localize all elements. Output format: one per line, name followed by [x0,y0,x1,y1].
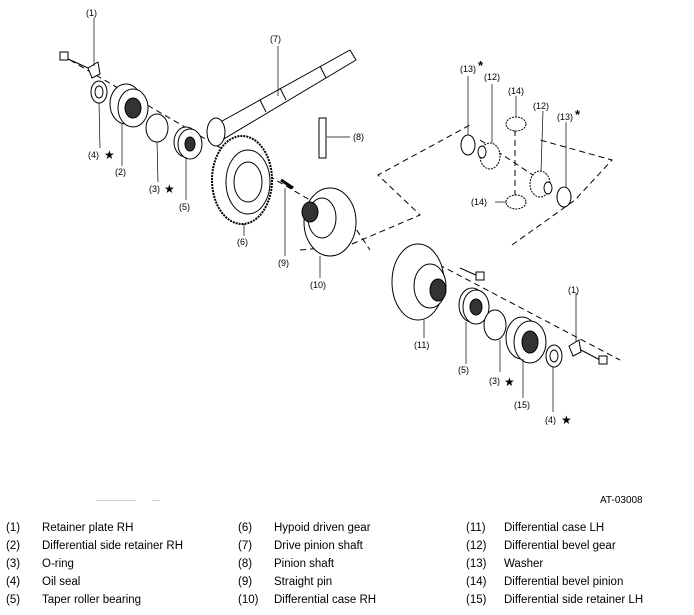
legend-label: Hypoid driven gear [274,522,371,534]
oil-seal-rh [90,80,108,104]
callout-13-lower: (13) [557,112,573,122]
bevel-pinion-upper [505,116,527,132]
legend-label: Differential side retainer RH [42,540,184,552]
washer-lower [556,186,572,208]
callout-13-upper: (13) [460,64,476,74]
legend-number: (7) [238,540,253,552]
callout-4-right: (4) [545,415,556,425]
callout-6: (6) [237,237,248,247]
legend-number: (5) [6,594,21,606]
leader-lines [93,18,577,412]
taper-roller-bearing-lh [458,287,490,325]
callout-1-right: (1) [568,285,579,295]
callout-labels: (1) (4) (2) (3) (5) (6) (7) (8) (9) (10)… [86,8,579,425]
hypoid-driven-gear [211,135,273,225]
legend-label: Washer [504,558,544,570]
legend-label: Retainer plate RH [42,522,134,534]
legend-number: (2) [6,540,21,552]
asterisk-mark: * [575,107,581,122]
callout-9: (9) [278,258,289,268]
taper-roller-bearing-rh [173,126,203,160]
callout-11: (11) [414,340,429,350]
oil-seal-lh [545,344,563,368]
legend-label: Differential bevel pinion [504,576,624,588]
callout-12-lower: (12) [533,101,549,111]
callout-8: (8) [353,132,364,142]
callout-14-upper: (14) [508,86,524,96]
side-retainer-lh [505,316,547,364]
callout-15: (15) [514,400,530,410]
retainer-plate-lh [568,339,608,365]
callout-4-left: (4) [88,150,99,160]
legend-label: Oil seal [42,576,81,588]
legend-number: (3) [6,558,21,570]
bevel-pinion-lower [505,194,527,210]
callout-3-left: (3) [149,184,160,194]
drive-pinion-shaft [206,49,357,147]
legend-label: Straight pin [274,576,333,588]
washer-upper [460,134,476,156]
legend-number: (4) [6,576,21,588]
legend-number: (8) [238,558,253,570]
legend-label: O-ring [42,558,74,570]
callout-5-right: (5) [458,365,469,375]
parts-legend: (1) Retainer plate RH (2) Differential sid… [0,519,694,611]
legend-number: (11) [466,522,486,534]
pinion-shaft [318,117,327,159]
legend-number: (12) [466,540,487,552]
legend-number: (10) [238,594,259,606]
differential-case-lh [391,243,485,321]
figure-code: AT-03008 [600,495,643,506]
star-mark: ★ [104,148,115,162]
legend-number: (15) [466,594,487,606]
callout-12-upper: (12) [484,72,500,82]
callout-7: (7) [270,34,281,44]
star-mark: ★ [164,182,175,196]
asterisk-mark: * [478,58,484,73]
callout-14-lower: (14) [471,197,487,207]
legend-label: Differential bevel gear [504,540,616,552]
legend-number: (14) [466,576,487,588]
retainer-plate-rh [59,51,101,79]
legend-number: (9) [238,576,253,588]
callout-5-left: (5) [179,202,190,212]
legend-label: Pinion shaft [274,558,335,570]
callout-3-right: (3) [489,376,500,386]
star-mark: ★ [504,375,515,389]
faint-line [96,500,136,501]
exploded-parts-diagram: (1) (4) (2) (3) (5) (6) (7) (8) (9) (10)… [59,8,621,427]
callout-10: (10) [310,280,326,290]
side-retainer-rh [109,83,149,128]
straight-pin [280,178,294,190]
faint-line [152,500,160,501]
legend-label: Taper roller bearing [42,594,142,606]
callout-2: (2) [115,167,126,177]
legend-label: Drive pinion shaft [274,540,363,552]
callout-1-top: (1) [86,8,97,18]
marks: ★ ★ * * ★ ★ [104,58,581,427]
legend-number: (6) [238,522,253,534]
bevel-gear-upper [477,142,501,170]
star-mark: ★ [561,413,572,427]
o-ring-rh [145,113,169,143]
legend-number: (1) [6,522,21,534]
legend-label: Differential case RH [274,594,377,606]
legend-label: Differential case LH [504,522,605,534]
differential-case-rh [301,187,357,257]
legend-label: Differential side retainer LH [504,594,644,606]
o-ring-lh [483,309,507,341]
bevel-gear-lower [529,170,553,198]
legend-number: (13) [466,558,487,570]
